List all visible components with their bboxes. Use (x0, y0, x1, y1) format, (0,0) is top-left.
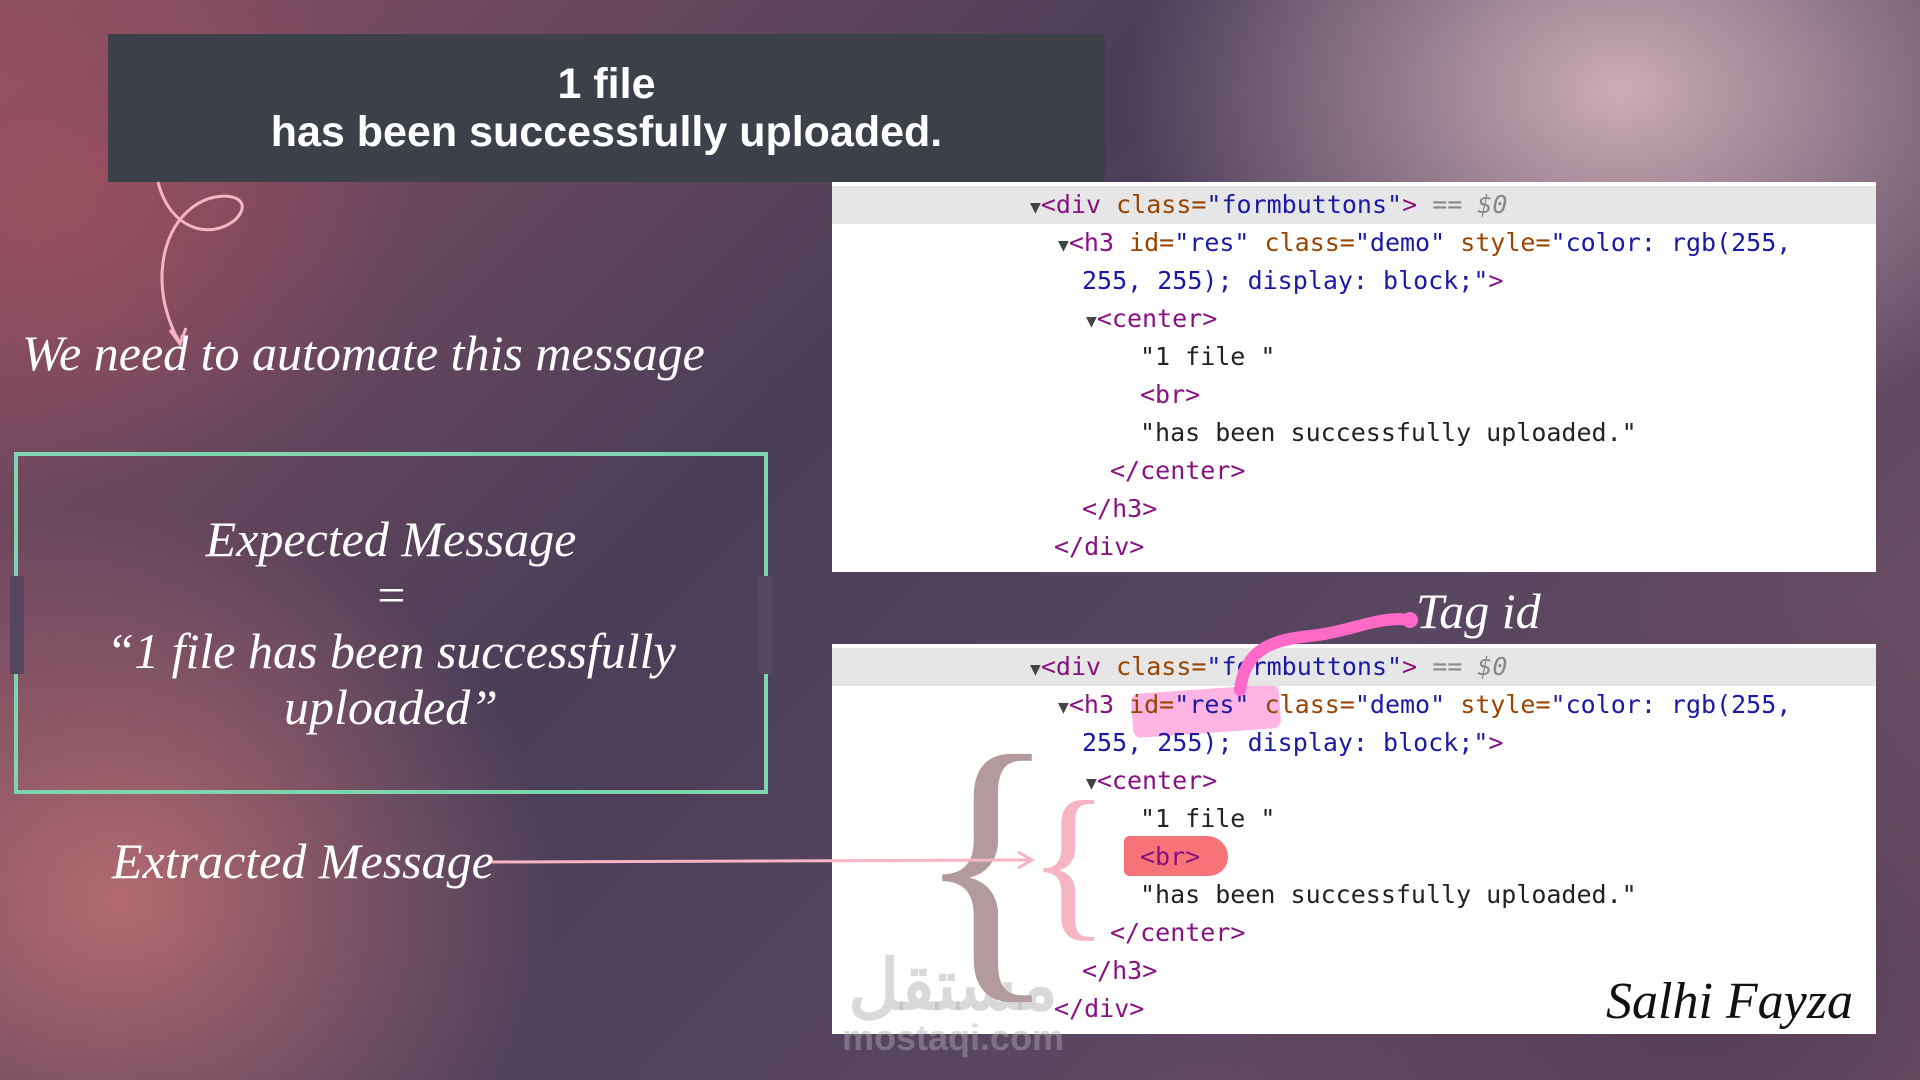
tag-id-label: Tag id (1416, 583, 1541, 639)
code-line-h3[interactable]: ▼<h3 id="res" class="demo" style="color:… (1058, 228, 1792, 257)
extract-arrow-icon (491, 858, 1031, 864)
expected-value: “1 file has been successfully uploaded” (106, 623, 676, 735)
code-line-h3-close: </h3> (1082, 956, 1158, 985)
code-line-text-1: "1 file " (1140, 804, 1276, 833)
code-line-br: <br> (1140, 842, 1201, 871)
watermark: مستقل mostaqi.com (842, 950, 1064, 1056)
curl-arrow-icon (156, 181, 244, 343)
code-line-center[interactable]: ▼<center> (1086, 766, 1218, 795)
code-line-h3-close: </h3> (1082, 494, 1158, 523)
code-line-center-close: </center> (1110, 456, 1246, 485)
watermark-arabic: مستقل (848, 946, 1058, 1024)
tag-id-marker-icon (1234, 613, 1416, 696)
collapse-triangle-icon[interactable]: ▼ (1030, 197, 1041, 218)
devtools-code-panel-2: ▼<div class="formbuttons"> == $0 ▼<h3 id… (832, 644, 1876, 1034)
watermark-latin: mostaqi.com (842, 1017, 1065, 1058)
devtools-code-panel-1: ▼<div class="formbuttons"> == $0 ▼<h3 id… (832, 182, 1876, 572)
frame-gap-right (758, 576, 772, 674)
author-signature: Salhi Fayza (1606, 973, 1853, 1030)
automate-note: We need to automate this message (22, 325, 705, 381)
expected-message: Expected Message = “1 file has been succ… (14, 452, 768, 794)
upload-success-banner: 1 file has been successfully uploaded. (108, 34, 1105, 182)
frame-gap-left (10, 576, 24, 674)
code-line-h3-cont: 255, 255); display: block;"> (1082, 266, 1504, 295)
expected-equals: = (374, 567, 408, 623)
br-highlight (1124, 836, 1228, 876)
banner-line-2: has been successfully uploaded. (270, 108, 943, 156)
code-line-br: <br> (1140, 380, 1201, 409)
code-line-text-1: "1 file " (1140, 342, 1276, 371)
collapse-triangle-icon[interactable]: ▼ (1086, 773, 1097, 794)
collapse-triangle-icon[interactable]: ▼ (1030, 659, 1041, 680)
code-line-div-close: </div> (1054, 994, 1145, 1023)
code-line-div[interactable]: ▼<div class="formbuttons"> == $0 (832, 648, 1876, 686)
curl-arrow-head-icon (168, 327, 188, 348)
collapse-triangle-icon[interactable]: ▼ (1086, 311, 1097, 332)
code-line-h3[interactable]: ▼<h3 id="res" class="demo" style="color:… (1058, 690, 1792, 719)
code-line-text-2: "has been successfully uploaded." (1140, 418, 1637, 447)
collapse-triangle-icon[interactable]: ▼ (1058, 235, 1069, 256)
extracted-label: Extracted Message (112, 833, 494, 889)
code-line-h3-cont: 255, 255); display: block;"> (1082, 728, 1504, 757)
expected-label: Expected Message (205, 511, 577, 567)
code-line-div-close: </div> (1054, 532, 1145, 561)
banner-line-1: 1 file (557, 60, 656, 108)
code-line-div[interactable]: ▼<div class="formbuttons"> == $0 (832, 186, 1876, 224)
code-line-text-2: "has been successfully uploaded." (1140, 880, 1637, 909)
code-line-center-close: </center> (1110, 918, 1246, 947)
code-line-center[interactable]: ▼<center> (1086, 304, 1218, 333)
collapse-triangle-icon[interactable]: ▼ (1058, 697, 1069, 718)
small-brace-icon: { (1028, 767, 1110, 955)
